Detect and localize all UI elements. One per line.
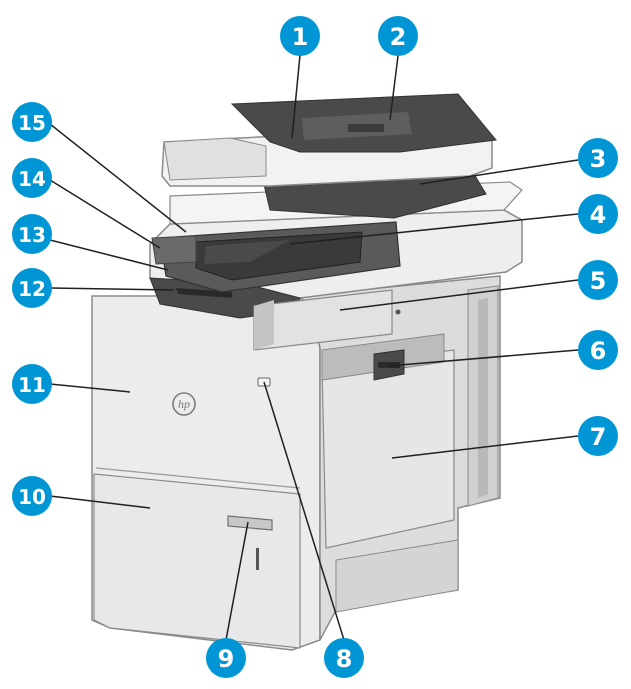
hp-logo-text: hp [178,397,190,411]
right-door-latch-slot [378,362,400,368]
callout-label-8: 8 [336,645,353,673]
rear-column-stripe [478,298,488,498]
leader-line-6 [387,349,579,367]
callout-circle-15 [12,102,52,142]
callout-2: 2 [378,16,418,56]
callout-circle-6 [578,330,618,370]
leader-line-8 [263,381,345,641]
callout-9: 9 [206,638,246,678]
callout-7: 7 [578,416,618,456]
callout-label-6: 6 [590,337,607,365]
right-door-panel [321,349,455,549]
callout-label-4: 4 [590,201,607,229]
callout-13: 13 [12,214,52,254]
output-bin-slot [176,288,232,298]
callout-circle-13 [12,214,52,254]
side-base [335,539,459,613]
leader-lines [49,54,579,641]
callout-circle-8 [324,638,364,678]
callout-label-12: 12 [18,277,46,301]
front-door-seam [95,467,301,489]
printer-illustration: hp [91,93,523,651]
tray-handle-shape [227,515,273,531]
leader-line-7 [391,435,579,459]
callout-circle-14 [12,158,52,198]
leader-line-14 [49,179,161,249]
callout-label-5: 5 [590,267,607,295]
callout-label-10: 10 [18,485,46,509]
callout-circle-10 [12,476,52,516]
callout-circle-1 [280,16,320,56]
leader-line-11 [49,383,131,393]
callout-circle-3 [578,138,618,178]
callout-label-11: 11 [18,373,46,397]
callout-label-15: 15 [18,111,46,135]
callout-label-9: 9 [218,645,235,673]
document-feeder-cover-shape [163,137,267,181]
callout-14: 14 [12,158,52,198]
callout-6: 6 [578,330,618,370]
leader-line-3 [419,159,579,185]
callout-label-13: 13 [18,223,46,247]
leader-line-10 [49,495,151,509]
callout-11: 11 [12,364,52,404]
leader-line-13 [49,239,169,271]
control-panel-lower-face [254,300,274,350]
leader-line-5 [339,279,579,311]
control-panel-indicator [395,309,401,315]
callout-circle-11 [12,364,52,404]
input-tray-guide-tab [348,124,384,132]
callout-3: 3 [578,138,618,178]
callout-5: 5 [578,260,618,300]
callout-circle-4 [578,194,618,234]
callout-1: 1 [280,16,320,56]
leader-line-15 [49,123,187,233]
callout-circle-12 [12,268,52,308]
callouts: 1 2 3 4 5 6 7 8 [12,16,618,678]
callout-circle-9 [206,638,246,678]
leader-line-4 [289,213,579,245]
callout-12: 12 [12,268,52,308]
leader-line-12 [49,287,175,291]
callout-circle-2 [378,16,418,56]
callout-label-14: 14 [18,167,46,191]
callout-circle-5 [578,260,618,300]
callout-label-2: 2 [390,23,407,51]
callout-8: 8 [324,638,364,678]
callout-label-1: 1 [292,23,309,51]
touchscreen-glare [204,240,290,264]
callout-label-3: 3 [590,145,607,173]
callout-label-7: 7 [590,423,607,451]
leader-line-1 [291,54,301,139]
paper-level-indicator [256,548,259,570]
callout-4: 4 [578,194,618,234]
tray-2-front [93,473,301,649]
left-accessory-pocket [151,235,197,265]
leader-line-9 [225,521,249,641]
callout-circle-7 [578,416,618,456]
callout-10: 10 [12,476,52,516]
hp-logo-icon [172,392,196,416]
leader-line-2 [389,55,399,121]
callout-15: 15 [12,102,52,142]
